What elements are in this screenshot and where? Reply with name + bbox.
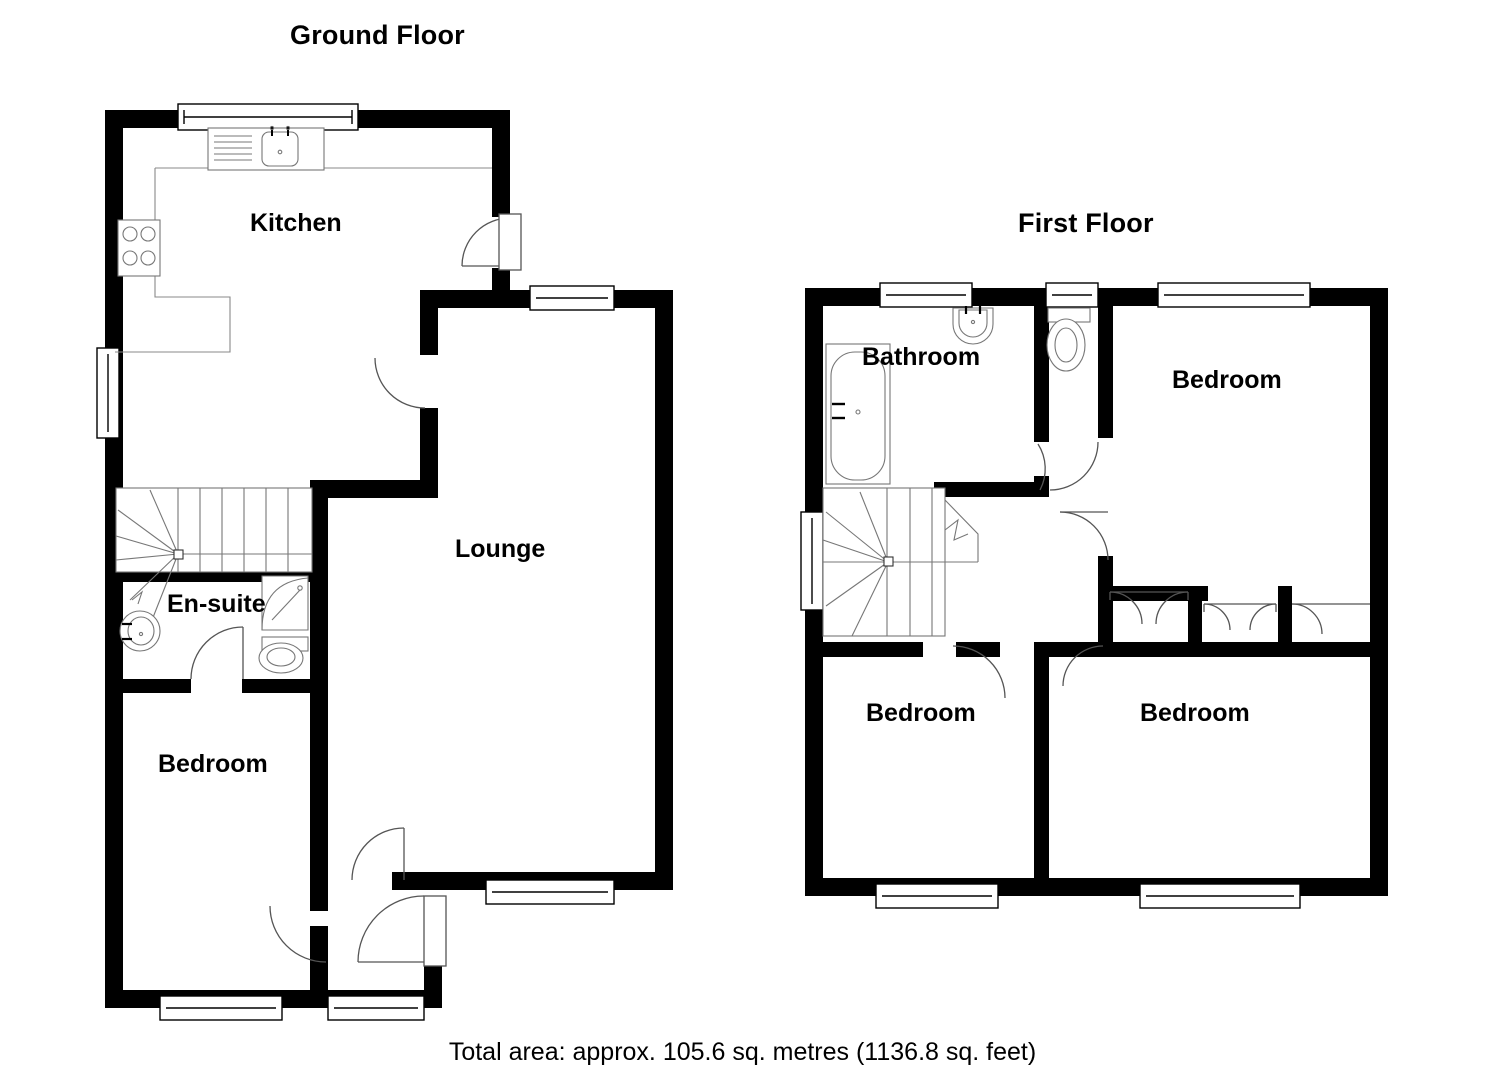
ground-floor-walls [105, 110, 673, 1008]
cupboard-doors-far-right [1291, 603, 1370, 635]
window-bathroom-top [879, 282, 973, 308]
window-porch-bottom [327, 995, 425, 1021]
room-label-bedroom-ground: Bedroom [158, 750, 268, 778]
window-kitchen-left [96, 347, 120, 439]
wc-toilet [1046, 307, 1091, 372]
room-label-bedroom-first-left: Bedroom [866, 699, 976, 727]
window-bedroom-top [1157, 282, 1311, 308]
room-label-bedroom-first-top: Bedroom [1172, 366, 1282, 394]
ground-floor-title: Ground Floor [290, 20, 465, 50]
door-wc [1049, 441, 1099, 491]
door-bedroom [269, 905, 327, 963]
first-floor-title: First Floor [1018, 208, 1154, 238]
kitchen-sink [207, 125, 325, 171]
window-landing-left [800, 511, 824, 611]
window-kitchen-top [177, 103, 359, 131]
door-hall-lounge [351, 827, 405, 881]
ensuite-basin [119, 610, 161, 652]
window-bedroom-bottom [159, 995, 283, 1021]
door-bedroom-top-right [1059, 511, 1109, 561]
first-floor-walls [805, 288, 1388, 896]
window-lounge-bottom [485, 879, 615, 905]
door-ensuite [190, 626, 244, 680]
door-bedroom-lower-right [1062, 645, 1104, 687]
window-wc-top [1045, 282, 1099, 308]
door-bedroom-lower-left [952, 645, 1006, 699]
ensuite-corner-shower [261, 575, 309, 631]
kitchen-worktop [115, 167, 492, 353]
window-bedroom-bottom-left [875, 883, 999, 909]
door-bathroom [1037, 443, 1046, 491]
room-label-lounge: Lounge [455, 535, 546, 563]
room-label-bathroom: Bathroom [862, 343, 981, 371]
room-label-ensuite: En-suite [167, 590, 266, 618]
bathroom-basin [952, 306, 994, 345]
first-floor-doors [952, 441, 1370, 699]
window-lounge-top [529, 285, 615, 311]
room-label-bedroom-first-right: Bedroom [1140, 699, 1250, 727]
window-bedroom-bottom-right [1139, 883, 1301, 909]
room-label-kitchen: Kitchen [250, 209, 342, 237]
cupboard-doors-right [1203, 603, 1277, 631]
staircase-first [822, 487, 979, 637]
cupboard-doors-left [1109, 591, 1189, 625]
door-kitchen [461, 213, 522, 271]
door-front-entrance [357, 895, 447, 967]
ensuite-toilet [258, 636, 309, 674]
door-lounge-upper [374, 357, 426, 409]
kitchen-hob [117, 219, 161, 277]
total-area-text: Total area: approx. 105.6 sq. metres (11… [448, 1038, 1037, 1066]
